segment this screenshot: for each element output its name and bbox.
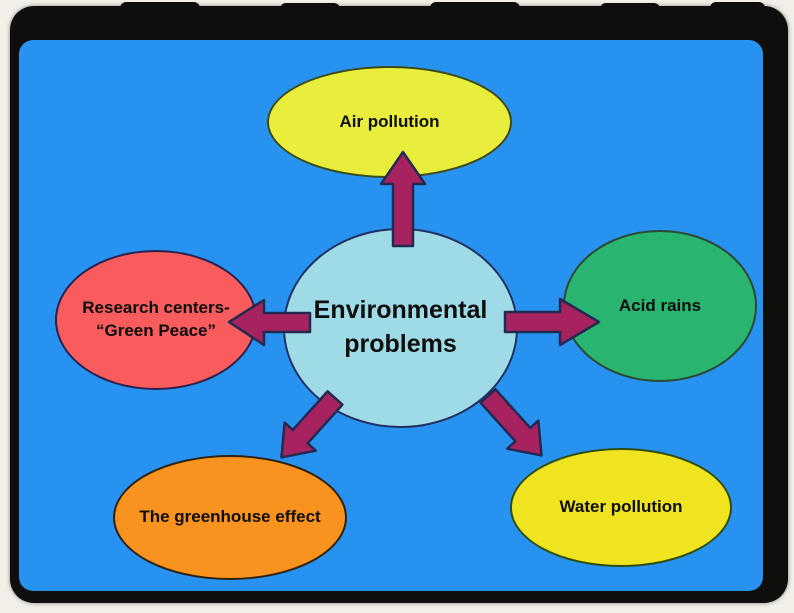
node-label: Acid rains [618, 295, 702, 315]
node-label: Water pollution [559, 497, 683, 517]
node-research-centers: Research centers- “Green Peace” [55, 250, 257, 390]
frame-texture [120, 2, 200, 14]
frame-texture [710, 2, 765, 14]
node-air-pollution: Air pollution [267, 66, 512, 178]
node-acid-rains: Acid rains [563, 230, 757, 382]
node-environmental-problems: Environmental problems [283, 228, 518, 428]
node-label: Research centers- “Green Peace” [82, 298, 230, 340]
center-node-label: Environmental problems [313, 296, 488, 358]
node-label: Air pollution [339, 111, 440, 131]
frame-texture [600, 3, 660, 15]
node-greenhouse-effect: The greenhouse effect [113, 455, 347, 580]
frame-texture [280, 3, 340, 15]
frame-texture [430, 2, 520, 14]
node-water-pollution: Water pollution [510, 448, 732, 567]
node-label: The greenhouse effect [139, 507, 321, 527]
